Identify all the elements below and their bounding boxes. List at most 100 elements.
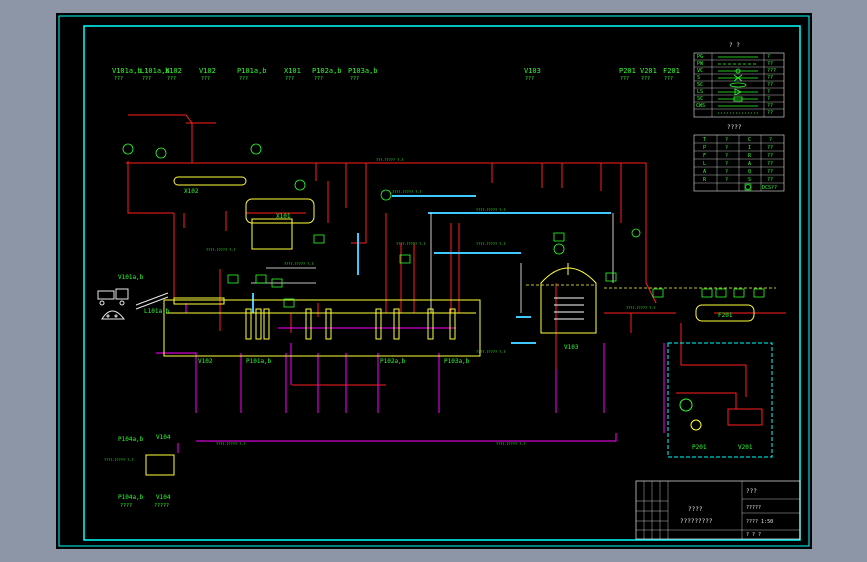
label-p104-bottom-sub: ???? <box>120 503 132 509</box>
tag-v102: V102 <box>199 67 216 75</box>
svg-text:????-????? ?.?: ????-????? ?.? <box>392 190 422 194</box>
legend2-cell: F <box>703 153 706 159</box>
tag-v102-sub: ??? <box>201 76 210 82</box>
label-l101: L101a,b <box>144 308 170 315</box>
legend2-cell: ? <box>725 145 728 151</box>
label-p104-bottom: P104a,b <box>118 494 144 501</box>
legend2-cell: P <box>703 145 706 151</box>
label-p103: P103a,b <box>444 358 470 365</box>
v201-tank <box>727 408 763 426</box>
v201-package <box>667 342 773 458</box>
legend2-cell: C <box>748 137 751 143</box>
legend2-cell: R <box>748 153 752 159</box>
label-v103: V103 <box>564 344 579 351</box>
tag-v103: V103 <box>524 67 541 75</box>
legend2-cell: ? <box>769 137 772 143</box>
svg-text:????-????? ?.?: ????-????? ?.? <box>626 306 656 310</box>
legend1-code: PW <box>697 61 704 67</box>
tag-l101: L101a,b <box>140 67 170 75</box>
tag-f201: F201 <box>663 67 680 75</box>
utility-lines <box>156 303 665 453</box>
tag-v201-sub: ??? <box>641 76 650 82</box>
label-v104: V104 <box>156 434 171 441</box>
tag-p102-sub: ??? <box>314 76 323 82</box>
legend2-cell: DCS?? <box>762 185 777 191</box>
legend2-cell: ?? <box>767 169 773 175</box>
tag-l101-sub: ??? <box>142 76 151 82</box>
label-v102: V102 <box>198 358 213 365</box>
pid-diagram: V101a,b ??? L101a,b ??? X102 ??? V102 ??… <box>58 15 810 547</box>
legend2-cell: ? <box>725 153 728 159</box>
drawing-sheet: V101a,b ??? L101a,b ??? X102 ??? V102 ??… <box>56 13 812 549</box>
legend2-cell: A <box>703 169 706 175</box>
svg-text:????-????? ?.?: ????-????? ?.? <box>216 442 246 446</box>
legend1-title: ? ? <box>729 42 740 49</box>
x102-drum <box>173 176 247 186</box>
label-v104-bottom: V104 <box>156 494 171 501</box>
svg-text:????-????? ?.?: ????-????? ?.? <box>496 442 526 446</box>
label-p201: P201 <box>692 444 707 451</box>
legend1-desc: ?? <box>767 103 773 109</box>
legend2-cell: ? <box>725 177 728 183</box>
tag-p201: P201 <box>619 67 636 75</box>
legend2-cell: ?? <box>767 161 773 167</box>
x101-tank <box>245 198 315 224</box>
label-p101: P101a,b <box>246 358 272 365</box>
v102-vessel <box>163 299 481 357</box>
legend2-cell: ?? <box>767 153 773 159</box>
svg-text:????-????? ?.?: ????-????? ?.? <box>396 242 426 246</box>
title-sheet: ? ? ? <box>746 532 761 538</box>
tag-p103-sub: ??? <box>350 76 359 82</box>
tag-p101: P101a,b <box>237 67 267 75</box>
legend1-desc: ? <box>767 89 770 95</box>
v104-vessel <box>145 454 175 476</box>
svg-text:????-????? ?.?: ????-????? ?.? <box>284 262 314 266</box>
instrument-bubbles <box>122 143 765 308</box>
label-p102: P102a,b <box>380 358 406 365</box>
legend2-cell: ?? <box>767 177 773 183</box>
tag-v101: V101a,b <box>112 67 142 75</box>
legend2-cell: L <box>703 161 706 167</box>
tag-p102: P102a,b <box>312 67 342 75</box>
outer-border <box>58 15 810 547</box>
title-scale: ???? 1:50 <box>746 519 773 525</box>
legend2-cell: ? <box>725 169 728 175</box>
tag-p101-sub: ??? <box>239 76 248 82</box>
inner-border <box>83 25 801 541</box>
label-v101: V101a,b <box>118 274 144 281</box>
legend-instrument-codes: ???? T ? C ? P ? I ?? F ? R ?? L ? A ?? … <box>693 124 785 192</box>
tag-v101-sub: ??? <box>114 76 123 82</box>
equipment <box>135 176 755 476</box>
legend2-cell: T <box>703 137 706 143</box>
legend1-code: VC <box>697 68 703 74</box>
label-p104: P104a,b <box>118 436 144 443</box>
svg-text:????-????? ?.?: ????-????? ?.? <box>206 248 236 252</box>
v103-reactor <box>540 267 597 334</box>
legend2-cell: S <box>748 177 751 183</box>
label-v104-bottom-sub: ????? <box>154 503 169 509</box>
tag-p201-sub: ??? <box>620 76 629 82</box>
label-x102: X102 <box>184 188 199 195</box>
legend1-desc: ? <box>767 54 770 60</box>
title-sub: ????????? <box>680 518 713 525</box>
legend1-desc: ? <box>767 96 770 102</box>
legend1-code: SC <box>697 96 703 102</box>
legend1-desc: ?? <box>767 61 773 67</box>
process-lines <box>126 114 786 397</box>
svg-text:???-????? ?.?: ???-????? ?.? <box>376 158 403 162</box>
tag-v201: V201 <box>640 67 657 75</box>
tag-x101-sub: ??? <box>285 76 294 82</box>
title-block: ???? ????????? ??? ????? ???? 1:50 ? ? ? <box>635 480 801 540</box>
legend1-desc: ?? <box>767 110 773 116</box>
legend2-cell: R <box>703 177 707 183</box>
title-drawing-no: ????? <box>746 505 761 511</box>
x101-frame <box>251 218 293 250</box>
svg-text:????-????? ?.?: ????-????? ?.? <box>476 242 506 246</box>
tag-f201-sub: ??? <box>664 76 673 82</box>
legend-pipe-symbols: ? ? PG ? PW ?? VC ??? S ?? SC ?? LS ? SC… <box>693 42 785 118</box>
title-main: ???? <box>688 506 703 513</box>
legend1-symbols <box>718 56 758 114</box>
legend1-desc: ?? <box>767 75 773 81</box>
legend1-code: S <box>697 75 700 81</box>
title-right-top: ??? <box>746 488 757 495</box>
